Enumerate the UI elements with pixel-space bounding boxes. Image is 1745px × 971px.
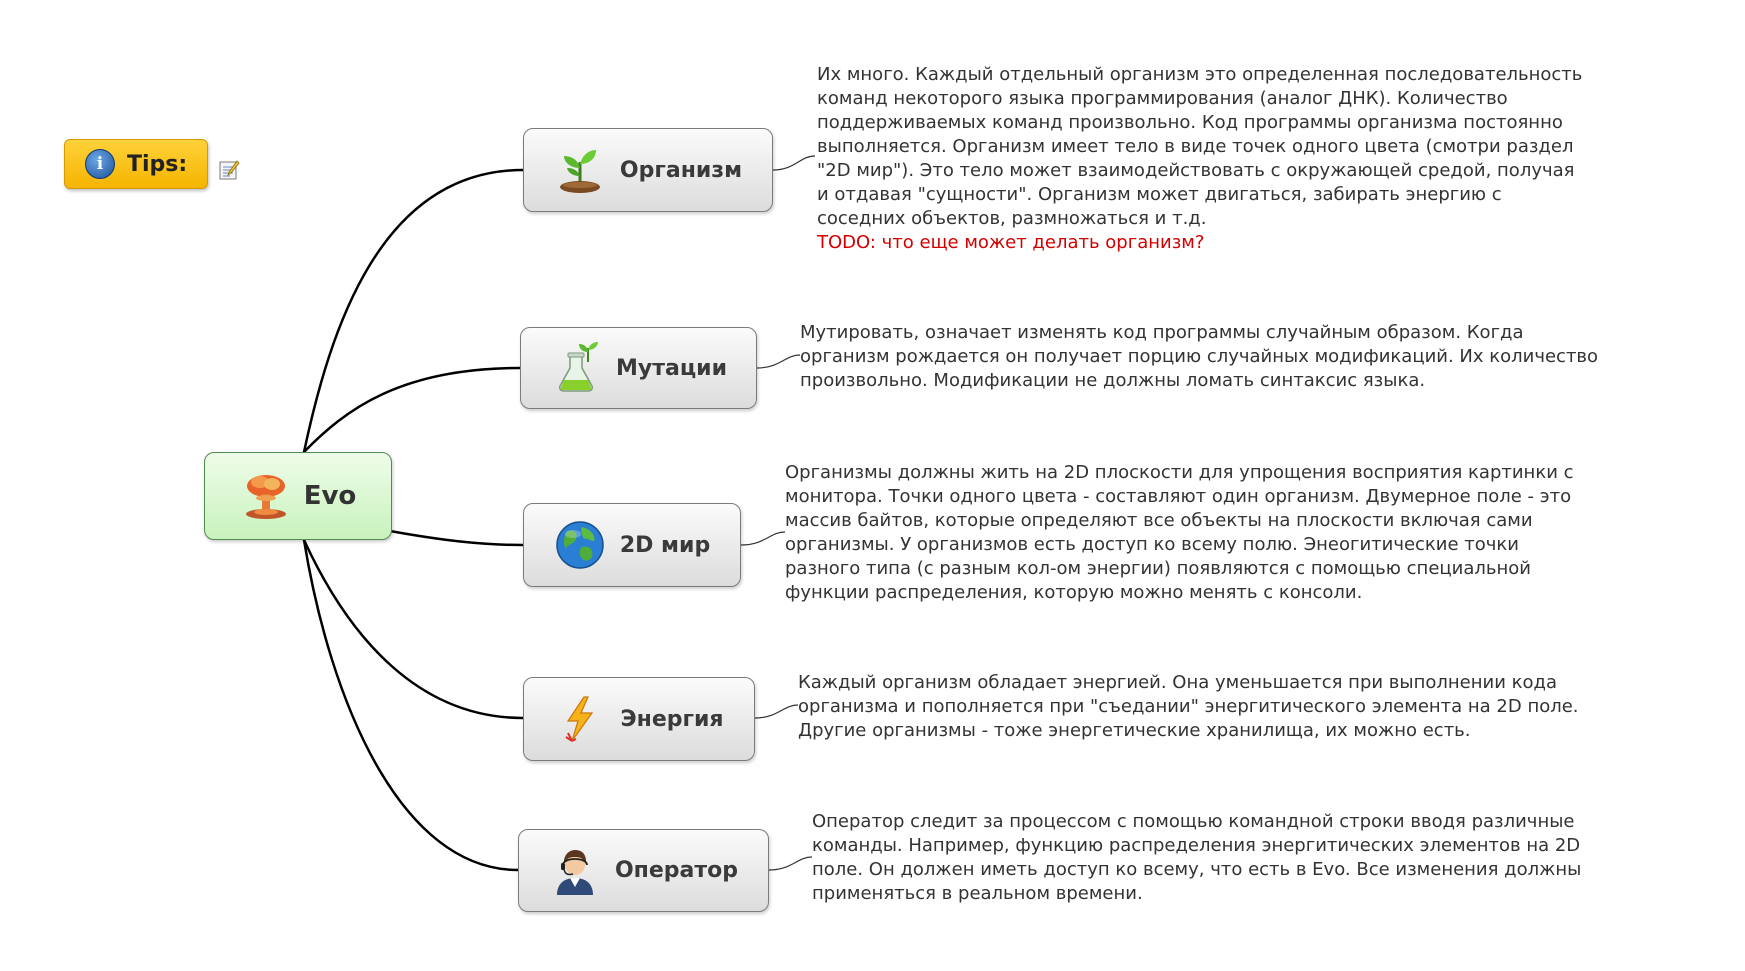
branch-mutations	[302, 366, 522, 454]
central-topic-evo[interactable]: Evo	[204, 452, 392, 540]
note-line: Организмы должны жить на 2D плоскости дл…	[785, 462, 1574, 483]
topic-organism[interactable]: Организм	[523, 128, 773, 212]
note-line: произвольно. Модификации не должны ломат…	[800, 370, 1426, 391]
note-link-mutations	[756, 354, 801, 369]
tips-label: Tips:	[127, 151, 188, 177]
note-link-2dworld	[740, 531, 786, 546]
mushroom-cloud-icon	[245, 475, 286, 519]
globe-icon	[556, 521, 604, 569]
branch-organism	[302, 168, 525, 454]
topic-label: Оператор	[614, 858, 739, 883]
note-line: Другие организмы - тоже энергетические х…	[798, 720, 1471, 741]
note-link-energy	[754, 704, 799, 719]
note-line: функции распределения, которую можно мен…	[785, 582, 1363, 603]
note-line: массив байтов, которые определяют все об…	[785, 510, 1533, 531]
branch-energy	[302, 538, 525, 720]
note-link-operator	[768, 856, 813, 871]
note-line: команд некоторого языка программирования…	[817, 88, 1508, 109]
note-line: организмы. У организмов есть доступ ко в…	[785, 534, 1520, 555]
topic-label: Мутации	[616, 355, 727, 381]
note-line: монитора. Точки одного цвета - составляю…	[785, 486, 1572, 507]
note-line: поддерживаемых команд произвольно. Код п…	[817, 112, 1563, 133]
note-line: поле. Он должен иметь доступ ко всему, ч…	[812, 859, 1582, 880]
note-line: Их много. Каждый отдельный организм это …	[817, 64, 1583, 85]
note-mutations: Мутировать, означает изменять код програ…	[800, 321, 1598, 393]
root-label: Evo	[303, 481, 357, 511]
note-line: команды. Например, функцию распределения…	[812, 835, 1581, 856]
operator-icon	[556, 849, 593, 895]
note-line: "2D мир"). Это тело может взаимодействов…	[817, 160, 1575, 181]
note-line: соседних объектов, размножаться и т.д.	[817, 208, 1207, 229]
info-icon: i	[85, 149, 115, 179]
note-line: выполняется. Организм имеет тело в виде …	[817, 136, 1574, 157]
note-line: разного типа (с разным кол-ом энергии) п…	[785, 558, 1531, 579]
note-organism: Их много. Каждый отдельный организм это …	[817, 63, 1582, 255]
note-line: Каждый организм обладает энергией. Она у…	[798, 672, 1557, 693]
branch-2dworld	[388, 529, 525, 547]
topic-mutations[interactable]: Мутации	[520, 327, 757, 409]
note-2d-world: Организмы должны жить на 2D плоскости дл…	[785, 461, 1574, 605]
note-line: Оператор следит за процессом с помощью к…	[812, 811, 1575, 832]
topic-energy[interactable]: Энергия	[523, 677, 755, 761]
topic-label: Организм	[619, 157, 743, 183]
topic-label: Энергия	[620, 706, 724, 732]
todo-note: TODO: что еще может делать организм?	[817, 232, 1205, 253]
note-line: Мутировать, означает изменять код програ…	[800, 322, 1524, 343]
note-line: применяться в реальном времени.	[812, 883, 1143, 904]
note-line: организма и пополняется при "съедании" э…	[798, 696, 1579, 717]
lightning-icon	[565, 696, 594, 742]
topic-label: 2D мир	[619, 532, 711, 558]
flask-icon	[559, 342, 599, 392]
notepad-icon[interactable]	[218, 159, 240, 181]
branch-operator	[302, 538, 520, 872]
note-operator: Оператор следит за процессом с помощью к…	[812, 810, 1581, 906]
note-energy: Каждый организм обладает энергией. Она у…	[798, 671, 1579, 743]
note-link-organism	[772, 155, 816, 171]
topic-operator[interactable]: Оператор	[518, 829, 769, 912]
topic-2d-world[interactable]: 2D мир	[523, 503, 741, 587]
sprout-icon	[559, 150, 600, 193]
note-line: и отдавая "сущности". Организм может дви…	[817, 184, 1502, 205]
note-line: организм рождается он получает порцию сл…	[800, 346, 1599, 367]
tips-button[interactable]: i Tips:	[64, 139, 208, 189]
